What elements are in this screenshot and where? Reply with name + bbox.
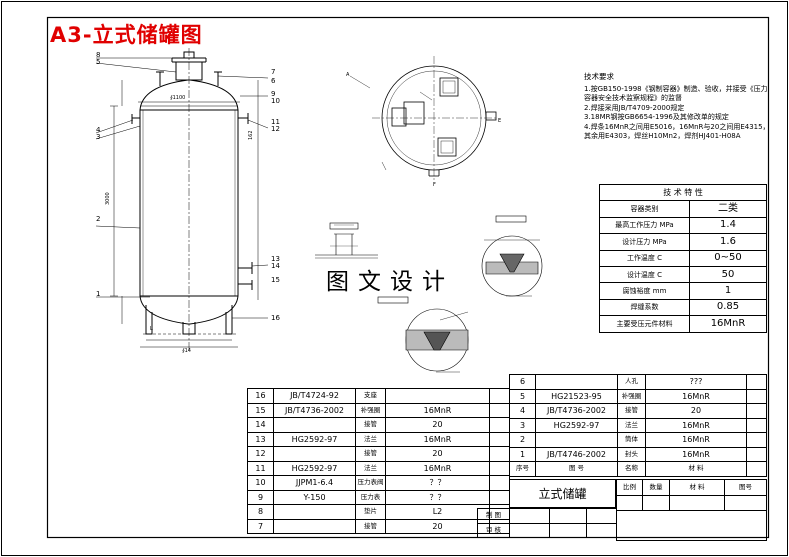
drawing-title: A3-立式储罐图 [50, 23, 203, 47]
svg-text:162: 162 [248, 130, 254, 140]
leader-lines [95, 57, 269, 319]
balloon-12: 12 [271, 125, 280, 133]
elevation-dim-text: 3000 ∮14 ∮1100 L 162 [105, 95, 254, 354]
material-label: 材 料 [669, 479, 725, 496]
balloon-13: 13 [271, 255, 280, 263]
balloon-11: 11 [271, 118, 280, 126]
balloon-10: 10 [271, 97, 280, 105]
svg-text:A: A [346, 72, 350, 78]
balloon-5: 5 [96, 58, 100, 66]
title-block-signoff: 制 图 审 核 [477, 508, 617, 538]
balloon-labels: 8 5 4 3 2 1 7 6 9 10 11 12 13 14 15 16 [96, 51, 280, 322]
notes-line: 2.焊接采用JB/T4709-2000规定 [584, 103, 685, 112]
balloon-15: 15 [271, 276, 280, 284]
vessel-elevation [131, 48, 253, 350]
watermark: 图文设计 [326, 269, 454, 295]
checked-label: 审 核 [477, 522, 510, 538]
svg-text:F: F [433, 182, 436, 188]
detail-weld-bottom [377, 296, 469, 373]
balloon-2: 2 [96, 215, 100, 223]
top-plan-view [349, 56, 497, 180]
notes-heading: 技术要求 [584, 72, 614, 81]
inner-frame [46, 16, 770, 539]
balloon-1: 1 [96, 290, 100, 298]
qty-label: 数量 [642, 479, 670, 496]
ratio-label: 比例 [616, 479, 643, 496]
detail-weld-right [481, 215, 543, 297]
bom-header-row: 序号图 号名称材 料 [509, 461, 767, 477]
technical-notes: 技术要求 1.按GB150-1998《钢制容器》制造、验收，并接受《压力 容器安… [584, 72, 770, 142]
balloon-6: 6 [271, 77, 276, 85]
drawing-no-label: 图号 [724, 479, 767, 496]
notes-line: 其余用E4303，焊丝H10Mn2，焊剂HJ401-H08A [584, 132, 741, 140]
spec-header: 技 术 特 性 [598, 183, 768, 202]
balloon-3: 3 [96, 133, 100, 141]
balloon-16: 16 [271, 314, 280, 322]
notes-line: 1.按GB150-1998《钢制容器》制造、验收，并接受《压力 [584, 84, 768, 93]
notes-line: 容器安全技术监察规程》的监督 [584, 94, 682, 102]
svg-text:E: E [498, 118, 501, 124]
balloon-8: 8 [96, 51, 100, 59]
balloon-14: 14 [271, 262, 280, 270]
notes-line: 3.18MR钢按GB6654-1996及其修改单的规定 [584, 113, 729, 121]
title-block-name-cell: 立式储罐 [509, 479, 616, 508]
svg-text:3000: 3000 [105, 192, 111, 205]
svg-text:∮14: ∮14 [182, 348, 191, 354]
detail-flange [315, 222, 378, 259]
notes-line: 4.焊条16MnR之间用E5016，16MnR与20之间用E4315， [584, 122, 770, 131]
spec-row: 容器类别二类 [599, 200, 768, 218]
balloon-9: 9 [271, 90, 275, 98]
balloon-4: 4 [96, 126, 101, 134]
balloon-7: 7 [271, 68, 275, 76]
drawn-label: 制 图 [477, 508, 510, 524]
elevation-dimensions [110, 80, 259, 348]
svg-text:∮1100: ∮1100 [170, 95, 185, 101]
svg-text:L: L [150, 326, 153, 332]
title-block: 比例数量材 料图号 [616, 479, 767, 541]
